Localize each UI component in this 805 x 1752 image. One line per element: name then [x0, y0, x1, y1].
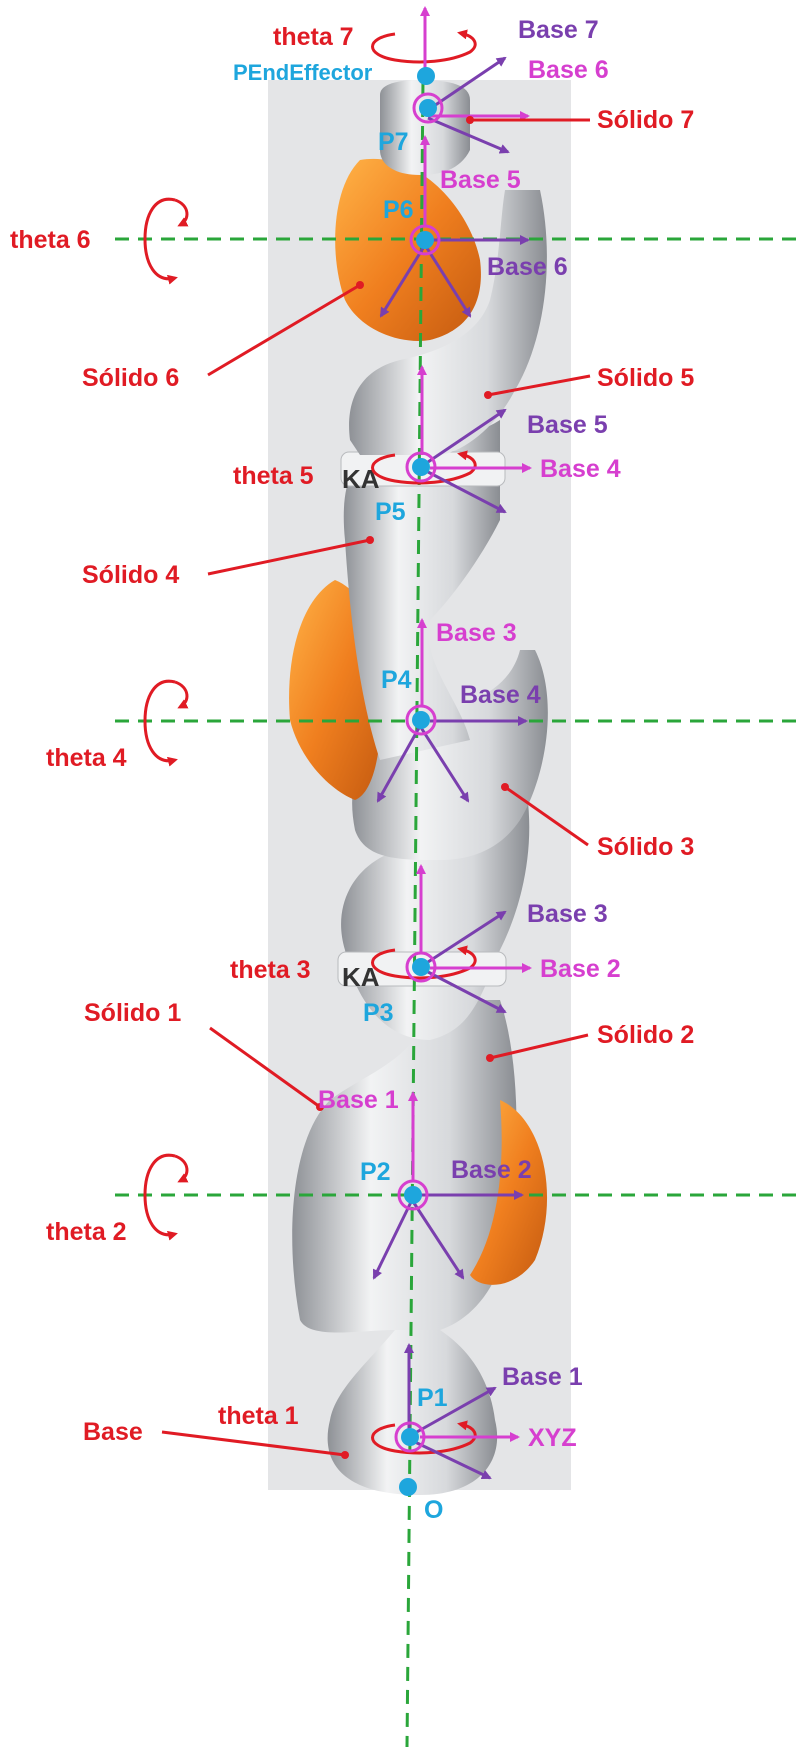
- dot-solid3: [501, 783, 509, 791]
- label-origin: O: [424, 1496, 443, 1524]
- rotation-arrow-theta2-b: [175, 1156, 187, 1181]
- joint-dot-p6: [416, 231, 434, 249]
- label-theta3: theta 3: [230, 956, 311, 984]
- label-xyz: XYZ: [528, 1424, 577, 1452]
- label-solid3: Sólido 3: [597, 833, 694, 861]
- joint-dot-p5: [412, 458, 430, 476]
- joint-dot-p1: [401, 1428, 419, 1446]
- dot-solid7: [466, 116, 474, 124]
- label-base1-purple: Base 1: [502, 1363, 583, 1391]
- dot-solid5: [484, 391, 492, 399]
- joint-dot-p7: [419, 99, 437, 117]
- label-base4-purple: Base 4: [460, 681, 541, 709]
- label-base5-purple: Base 5: [527, 411, 608, 439]
- label-solid5: Sólido 5: [597, 364, 694, 392]
- label-base6-magenta: Base 6: [528, 56, 609, 84]
- label-base2-magenta: Base 2: [540, 955, 621, 983]
- joint-dot-p2: [404, 1186, 422, 1204]
- joint-dot-p3: [412, 958, 430, 976]
- label-solid4: Sólido 4: [82, 561, 179, 589]
- label-solid2: Sólido 2: [597, 1021, 694, 1049]
- joint-dot-origin: [399, 1478, 417, 1496]
- label-base6-purple: Base 6: [487, 253, 568, 281]
- label-base: Base: [83, 1418, 143, 1446]
- rotation-arrow-theta4-b: [175, 682, 187, 707]
- robot-brand-text-upper: KA: [342, 464, 380, 494]
- label-base4-magenta: Base 4: [540, 455, 621, 483]
- label-theta2: theta 2: [46, 1218, 127, 1246]
- label-theta1: theta 1: [218, 1402, 299, 1430]
- label-p7: P7: [378, 128, 409, 156]
- label-theta4: theta 4: [46, 744, 127, 772]
- rotation-markers-horizontal: [145, 199, 187, 1235]
- label-solid7: Sólido 7: [597, 106, 694, 134]
- label-p2: P2: [360, 1158, 391, 1186]
- dot-solid2: [486, 1054, 494, 1062]
- label-theta6: theta 6: [10, 226, 91, 254]
- rotation-arrow-theta6-b: [175, 200, 187, 225]
- joint-dot-p4: [412, 711, 430, 729]
- dot-solid6: [356, 281, 364, 289]
- label-solid6: Sólido 6: [82, 364, 179, 392]
- label-p6: P6: [383, 196, 414, 224]
- label-base1-magenta: Base 1: [318, 1086, 399, 1114]
- label-endeffector: PEndEffector: [233, 60, 373, 85]
- label-p1: P1: [417, 1384, 448, 1412]
- label-base7-purple: Base 7: [518, 16, 599, 44]
- joint-dot-endeffector: [417, 67, 435, 85]
- label-base3-magenta: Base 3: [436, 619, 517, 647]
- dot-solid4: [366, 536, 374, 544]
- label-base3-purple: Base 3: [527, 900, 608, 928]
- label-p5: P5: [375, 498, 406, 526]
- label-p4: P4: [381, 666, 412, 694]
- label-p3: P3: [363, 999, 394, 1027]
- label-theta7: theta 7: [273, 23, 354, 51]
- dot-base: [341, 1451, 349, 1459]
- label-base5-magenta: Base 5: [440, 166, 521, 194]
- label-theta5: theta 5: [233, 462, 314, 490]
- label-solid1: Sólido 1: [84, 999, 181, 1027]
- label-base2-purple: Base 2: [451, 1156, 532, 1184]
